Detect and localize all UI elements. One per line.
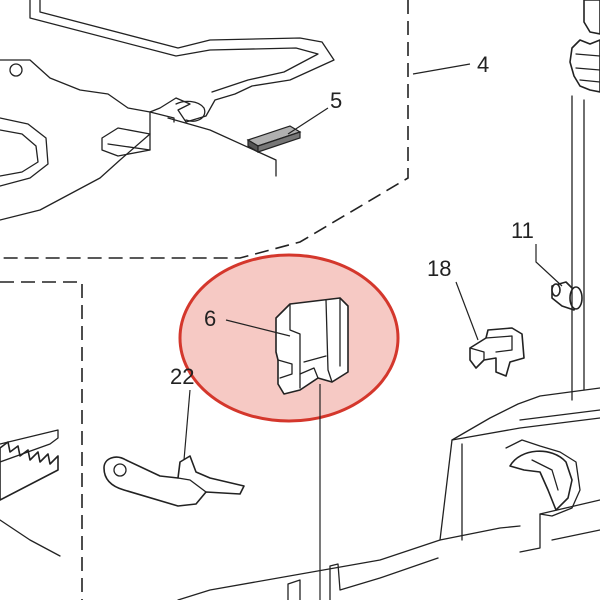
gear-rack — [0, 429, 59, 501]
callout-11: 11 — [511, 218, 534, 243]
group-boundary-4 — [0, 0, 409, 259]
tray-assembly — [0, 0, 335, 221]
callout-5: 5 — [330, 88, 342, 113]
part-18-clip — [469, 327, 525, 377]
base-frame — [177, 387, 600, 600]
callout-22: 22 — [170, 364, 194, 389]
part-11-roller — [551, 281, 583, 311]
part-6-bracket — [275, 297, 349, 395]
leader-lines — [183, 63, 563, 600]
callout-18: 18 — [427, 256, 451, 281]
part-22-lever — [103, 455, 245, 507]
gear-train-top-right — [569, 0, 600, 93]
callout-4: 4 — [477, 52, 489, 77]
group-boundary-left — [0, 281, 83, 600]
base-edge-left — [0, 519, 61, 557]
part-5-pad — [246, 125, 302, 154]
callout-6: 6 — [204, 306, 216, 331]
